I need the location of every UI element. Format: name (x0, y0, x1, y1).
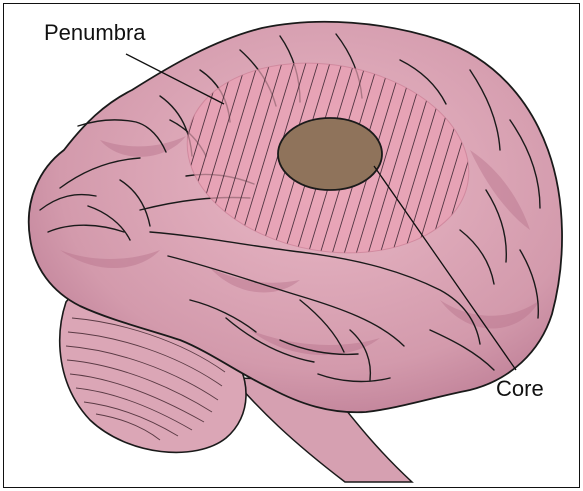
core-label: Core (496, 376, 544, 402)
core-region (278, 118, 382, 190)
penumbra-label: Penumbra (44, 20, 146, 46)
